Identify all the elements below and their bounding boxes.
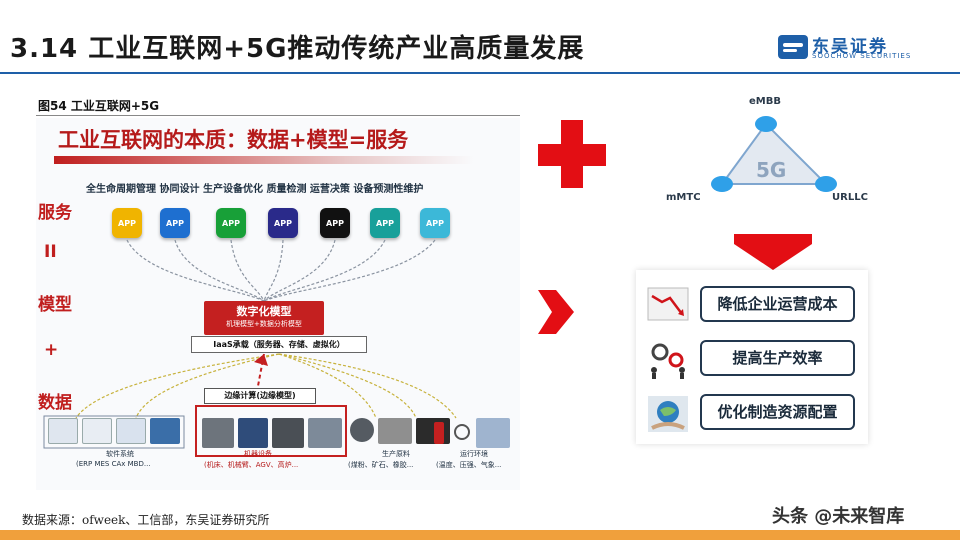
globe-hand-icon	[648, 396, 688, 432]
group-title-machines: 机器设备	[244, 450, 272, 458]
machine-thumb-3	[272, 418, 304, 448]
arrow-right-icon	[538, 290, 574, 334]
watermark: 头条 @未来智库	[772, 506, 905, 527]
connection-lines	[43, 239, 457, 457]
industrial-internet-figure: 工业互联网的本质：数据+模型=服务 服务 II 模型 + 数据 全生命周期管理 …	[36, 118, 520, 490]
machine-thumb-4	[308, 418, 342, 448]
logo-text-cn: 东吴证券	[812, 37, 888, 57]
arrow-down-icon	[734, 234, 812, 270]
results-panel: 降低企业运营成本 提高生产效率 优化制造资源配置	[636, 270, 868, 444]
side-label-model: 模型	[38, 295, 72, 315]
cost-down-icon	[647, 287, 689, 321]
iaas-box: IaaS承载（服务器、存储、虚拟化）	[191, 336, 367, 353]
side-label-data: 数据	[38, 393, 72, 413]
software-thumb-4	[150, 418, 180, 444]
digital-model-box: 数字化模型 机理模型+数据分析模型	[204, 301, 324, 335]
side-label-plus: +	[44, 340, 59, 360]
app-icon-quality: APP	[268, 208, 298, 238]
node-label-embb: eMBB	[749, 96, 781, 107]
title-divider	[0, 72, 960, 74]
app-icon-maintenance: APP	[370, 208, 400, 238]
group-caption-environment: (温度、压强、气象...	[436, 461, 502, 469]
group-caption-materials: (煤粉、矿石、橡胶...	[348, 461, 414, 469]
app-icon-operations: APP	[320, 208, 350, 238]
machine-thumb-1	[202, 418, 234, 448]
company-logo: 东吴证券 SOOCHOW SECURITIES	[778, 32, 928, 62]
result-cost-reduction: 降低企业运营成本	[700, 286, 855, 322]
center-label-5g: 5G	[756, 158, 787, 182]
environment-map-thumb	[476, 418, 510, 448]
result-efficiency: 提高生产效率	[700, 340, 855, 376]
machine-thumb-2	[238, 418, 268, 448]
plus-icon	[538, 120, 606, 188]
software-thumb-3	[116, 418, 146, 444]
app-icon-lifecycle: APP	[112, 208, 142, 238]
group-title-materials: 生产原料	[382, 450, 410, 458]
digital-model-subtitle: 机理模型+数据分析模型	[226, 320, 302, 328]
logo-mark-icon	[778, 35, 808, 59]
result-resource-allocation: 优化制造资源配置	[700, 394, 855, 430]
group-caption-software: (ERP MES CAx MBD...	[76, 460, 151, 468]
gears-people-icon	[651, 343, 685, 379]
group-title-software: 软件系统	[106, 450, 134, 458]
data-source-note: 数据来源：ofweek、工信部，东吴证券研究所	[22, 513, 270, 527]
side-label-equals: II	[44, 242, 57, 262]
figure-label: 图54 工业互联网+5G	[38, 99, 160, 113]
app-icon-design: APP	[160, 208, 190, 238]
edge-computing-box: 边缘计算(边缘模型)	[204, 388, 316, 404]
material-thumb-3	[416, 418, 450, 444]
5g-triangle-diagram	[711, 116, 837, 192]
headline-underline-bar	[54, 156, 474, 164]
software-thumb-1	[48, 418, 78, 444]
side-label-service: 服务	[38, 203, 72, 223]
app-category-labels: 全生命周期管理 协同设计 生产设备优化 质量检测 运营决策 设备预测性维护	[86, 184, 424, 195]
logo-text-en: SOOCHOW SECURITIES	[812, 52, 912, 60]
node-label-mmtc: mMTC	[666, 192, 701, 203]
digital-model-title: 数字化模型	[236, 305, 292, 318]
group-caption-machines: (机床、机械臂、AGV、高炉...	[204, 461, 299, 469]
material-thumb-1	[350, 418, 374, 442]
thermometer-icon	[434, 422, 444, 444]
slide-title: 3.14 工业互联网+5G推动传统产业高质量发展	[10, 34, 585, 64]
software-thumb-2	[82, 418, 112, 444]
app-icon-equipment: APP	[216, 208, 246, 238]
figure-headline: 工业互联网的本质：数据+模型=服务	[58, 128, 409, 152]
bottom-accent-bar	[0, 530, 960, 540]
node-label-urllc: URLLC	[832, 192, 868, 203]
material-thumb-2	[378, 418, 412, 444]
app-icon-extra: APP	[420, 208, 450, 238]
group-title-environment: 运行环境	[460, 450, 488, 458]
gauge-icon	[454, 424, 470, 440]
figure-label-rule	[36, 115, 520, 116]
